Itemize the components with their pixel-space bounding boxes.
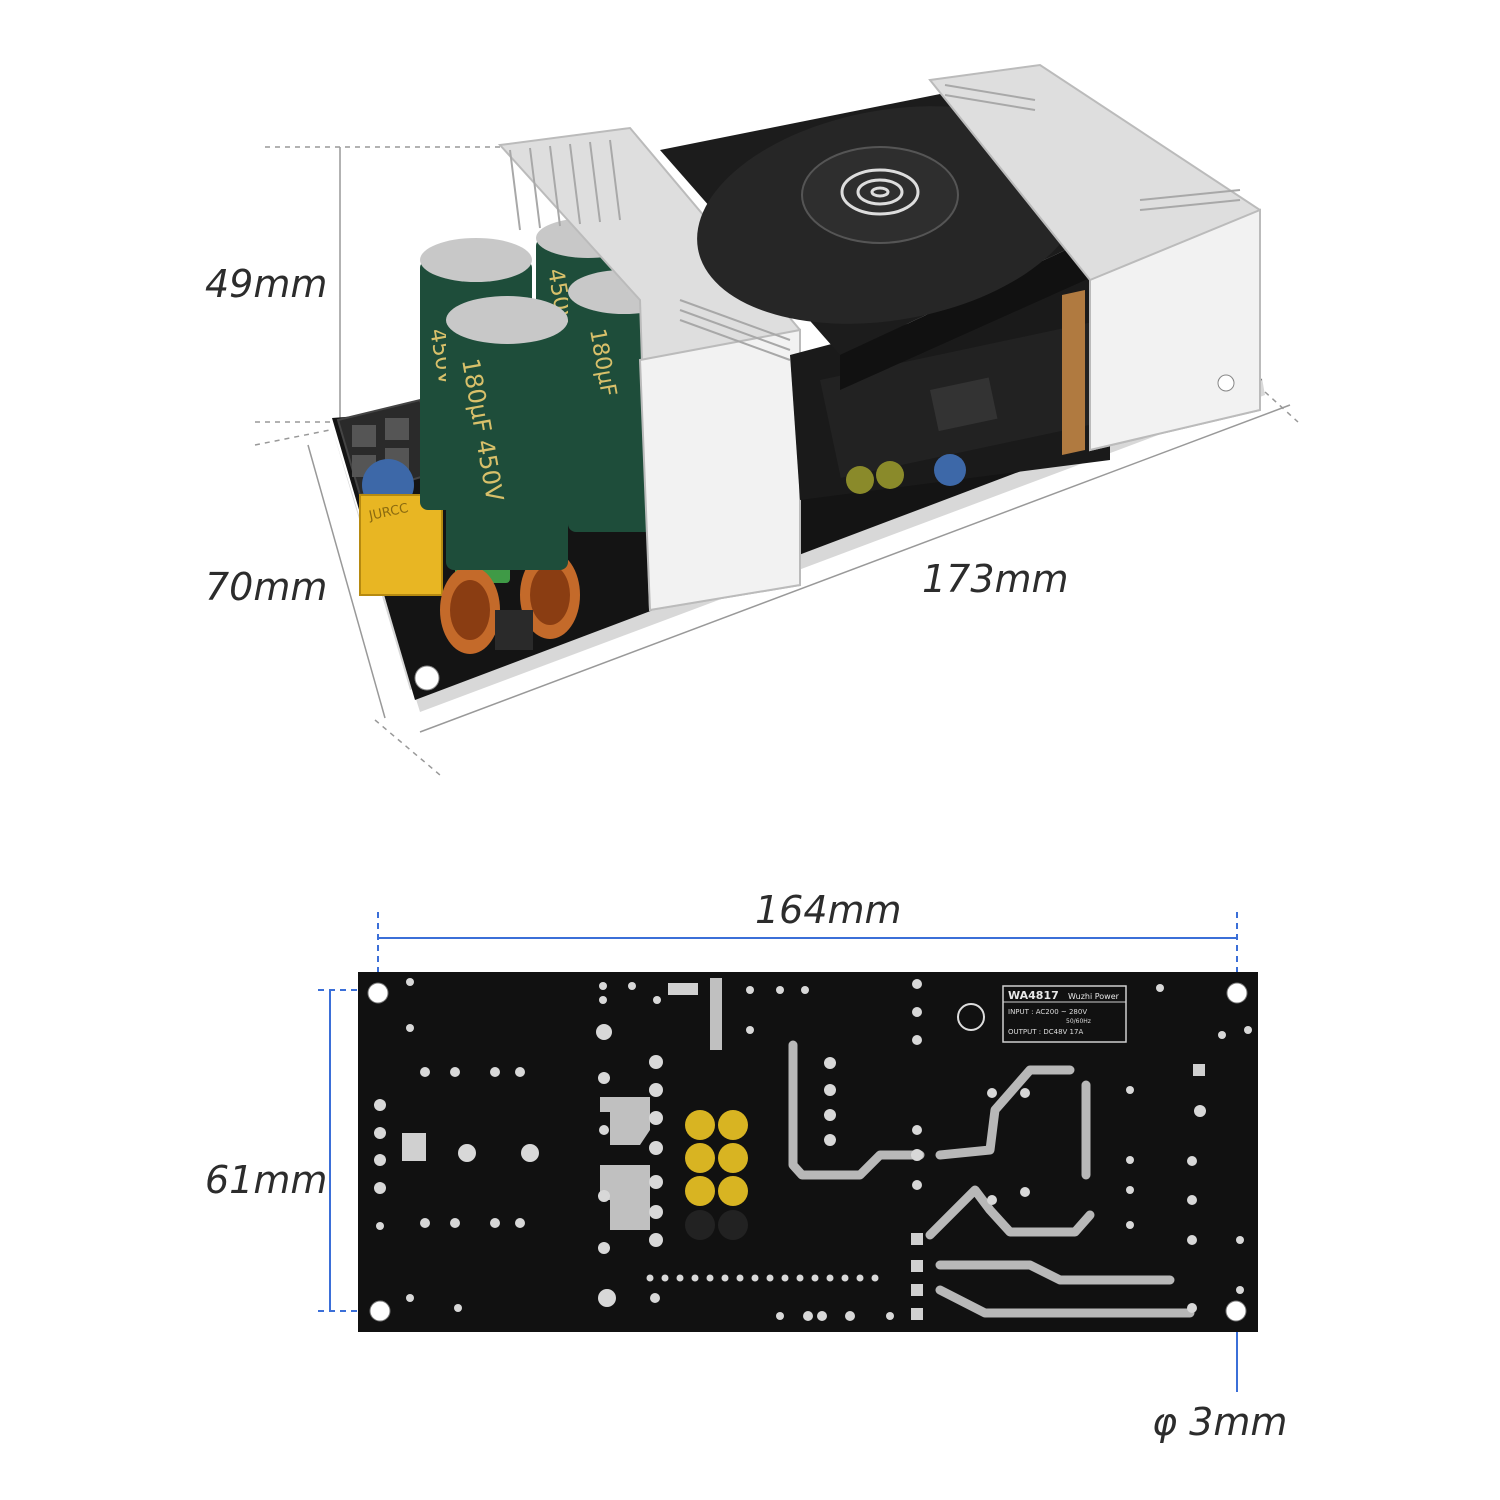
label-brand: Wuzhi Power [1068,992,1120,1001]
label-plate: WA4817 Wuzhi Power INPUT : AC200 ~ 280V … [1002,985,1127,1043]
terminal-screw [352,425,376,447]
dimension-height-label: 49mm [205,262,327,306]
right-heatsink [928,63,1261,452]
mounting-hole [1217,374,1235,392]
mounting-hole [414,665,440,691]
certification-logo-icon [957,1003,985,1031]
top-dimension-lines [254,146,1299,776]
dimension-bottom-length-label: 164mm [755,888,902,932]
pcb-traces [788,1040,1195,1318]
top-isometric-view: JURCC 450V 450V 18 [205,63,1299,776]
square-pads [402,983,1205,1320]
label-input: INPUT : AC200 ~ 280V [1008,1008,1087,1016]
copper-bar [1062,290,1085,455]
label-frequency: 50/60Hz [1066,1018,1091,1025]
gold-pads [685,1110,748,1240]
pcb-pads [600,978,722,1230]
bottom-view: WA4817 Wuzhi Power INPUT : AC200 ~ 280V … [205,888,1287,1444]
solder-points [374,978,1252,1321]
via-row [646,1274,879,1282]
control-board [790,270,1115,500]
label-output: OUTPUT : DC48V 17A [1008,1028,1083,1036]
label-model: WA4817 [1008,989,1059,1002]
dimension-hole-diameter-label: φ 3mm [1152,1400,1287,1444]
pcb-bottom [358,972,1258,1332]
dimension-depth-label: 70mm [205,565,327,609]
capacitor: 180µF 450V [446,296,568,570]
mounting-holes [367,982,1248,1322]
terminal-screw [385,418,409,440]
dimension-length-label: 173mm [922,557,1069,601]
x-capacitor [359,494,443,596]
fan-logo-icon [840,168,920,216]
dimension-bottom-width-label: 61mm [205,1158,327,1202]
